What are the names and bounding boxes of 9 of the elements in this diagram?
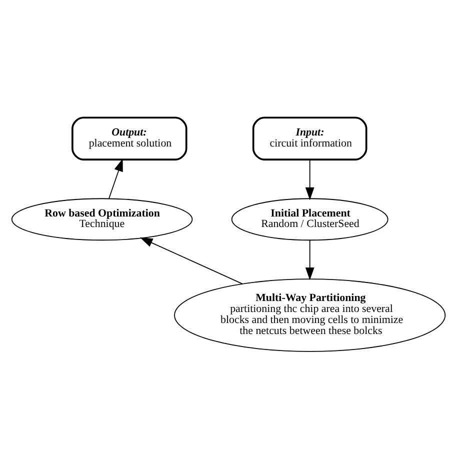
node-ellipse: Row based Optimization Technique [11,198,193,240]
node-ellipse: Multi-Way Partitioning partitioning thc chip area into several blocks and then moving cells to minimize the netcuts between these bolcks [174,278,446,352]
arrow [108,158,123,199]
node-box: Output: placement solution [72,116,188,160]
node-box: Input: circuit information [252,116,368,160]
arrow [305,158,314,200]
arrow [140,236,243,284]
node-ellipse: Initial Placement Random / ClusterSeed [231,198,388,240]
arrow [305,239,314,280]
